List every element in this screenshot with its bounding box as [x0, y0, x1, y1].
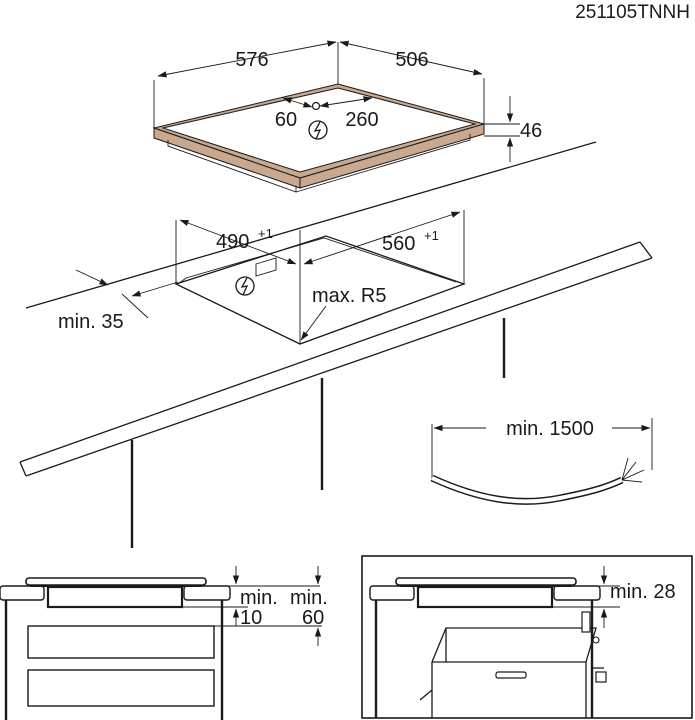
cutout-front-edge: min. 35 [58, 311, 124, 333]
drawer-gap-a-value: 10 [240, 607, 262, 629]
drawer-gap-b-value: 60 [302, 607, 324, 629]
worktop-left [0, 585, 45, 601]
drawer-front [27, 625, 215, 659]
hob-depth: 506 [395, 49, 428, 71]
drawer-gap-a-label: min. [240, 587, 278, 609]
worktop [19, 141, 653, 548]
cutout-depth-tol: +1 [424, 228, 439, 243]
cutout-depth: 560 [382, 233, 415, 255]
install-oven-section: min. 28 [361, 555, 693, 719]
oven-handle [495, 671, 527, 679]
hob-height: 46 [520, 120, 542, 142]
electric-connection-icon [308, 120, 328, 140]
hob-width: 576 [235, 49, 268, 71]
oven-gap-label: min. 28 [610, 581, 676, 603]
cutout: 490 +1 560 +1 max. R5 min. 35 [58, 210, 466, 345]
oven [419, 611, 607, 718]
cutout-depth-value: 560 [382, 233, 415, 255]
electric-connection-icon [235, 276, 255, 296]
hob-cable-left: 60 [275, 109, 297, 131]
cable: min. 1500 [430, 418, 653, 505]
cutout-radius: max. R5 [312, 285, 386, 307]
cable-length: min. 1500 [506, 418, 594, 440]
hob-body [167, 140, 297, 193]
drawer-front [27, 669, 215, 707]
hob: 60 260 576 506 46 [152, 40, 542, 193]
drawing-code: 251105TNNH [575, 2, 690, 23]
install-drawer-section: min. 10 min. 60 [0, 566, 328, 720]
drawer-gap-b-label: min. [290, 587, 328, 609]
cutout-width: 490 [216, 231, 249, 253]
cutout-width-value: 490 [216, 231, 249, 253]
hob-section [25, 577, 207, 586]
cutout-width-tol: +1 [258, 226, 273, 241]
cable-outlet [311, 101, 321, 111]
hob-cable-right: 260 [345, 109, 378, 131]
worktop-right [183, 585, 231, 601]
hob-side-right [299, 123, 485, 189]
